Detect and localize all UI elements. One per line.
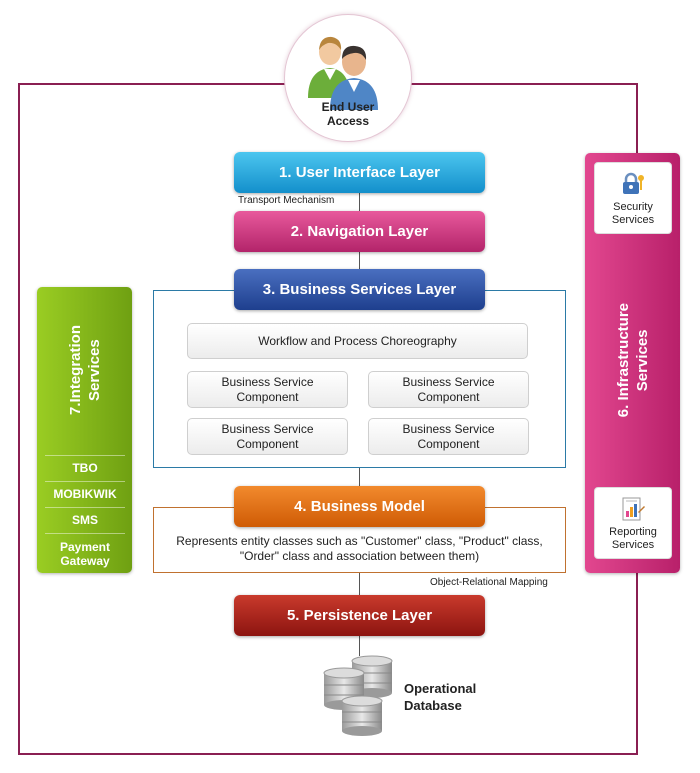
transport-mechanism-label: Transport Mechanism [238,195,335,206]
connector-bs-bm [359,468,360,486]
business-model-description: Represents entity classes such as "Custo… [176,534,543,563]
integration-item-sms: SMS [71,513,98,527]
integration-services-title: 7.Integration Services [66,324,103,415]
integration-divider [45,533,125,534]
database-icon [323,655,393,736]
connector-nav-bs [359,252,360,269]
database-label: Operational Database [404,681,477,713]
security-services-box: Security Services [594,162,672,234]
integration-services-panel [37,287,132,573]
persistence-layer: 5. Persistence Layer [234,595,485,636]
connector-ui-nav [359,193,360,211]
integration-divider [45,455,125,456]
business-services-layer: 3. Business Services Layer [234,269,485,310]
business-model-layer: 4. Business Model [234,486,485,527]
end-user-circle [284,14,412,142]
end-user-label: End User Access [321,100,375,128]
workflow-box: Workflow and Process Choreography [187,323,528,359]
orm-label: Object-Relational Mapping [430,577,548,588]
integration-divider [45,507,125,508]
integration-divider [45,481,125,482]
connector-bm-persistence [359,573,360,595]
integration-item-mobikwik: MOBIKWIK [53,487,117,501]
reporting-services-box: Reporting Services [594,487,672,559]
lock-key-icon [623,172,644,194]
navigation-layer: 2. Navigation Layer [234,211,485,252]
integration-item-tbo: TBO [72,461,98,475]
connector-persistence-db [359,636,360,656]
infrastructure-services-title: 6. Infrastructure Services [614,302,651,418]
user-interface-layer: 1. User Interface Layer [234,152,485,193]
users-icon [308,36,378,110]
integration-item-payment-gateway: Payment Gateway [59,540,111,568]
report-chart-icon [622,497,645,521]
